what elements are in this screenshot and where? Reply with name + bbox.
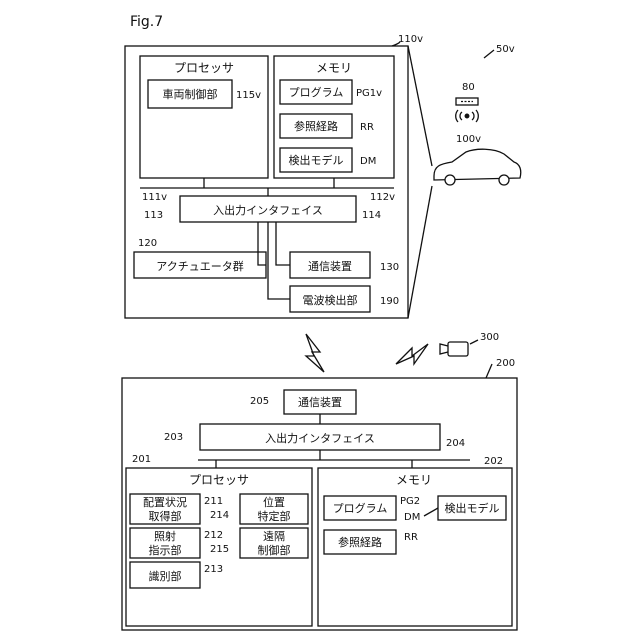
vehicle-io-interface-ref-right: 114 (362, 210, 381, 221)
vehicle-processor-title: プロセッサ (174, 61, 234, 75)
position-identification-ref: 214 (210, 510, 229, 521)
vehicle-ref: 100v (456, 134, 481, 145)
irradiation-instruction-line2: 指示部 (149, 543, 182, 557)
vehicle-memory-ref: 112v (370, 192, 395, 203)
server-processor-title: プロセッサ (189, 473, 249, 487)
vehicle-control-system: 110v プロセッサ 車両制御部 115v 111v メモリ プログラム PG1… (125, 34, 423, 318)
lightning-bolt-left-icon (306, 334, 324, 372)
server-detection-model-leader (424, 508, 438, 516)
car-front-wheel-icon (445, 175, 455, 185)
server-io-interface-label: 入出力インタフェイス (265, 431, 375, 445)
vehicle-system-ref: 110v (398, 34, 423, 45)
vehicle-memory-title: メモリ (316, 61, 352, 75)
vehicle-reference-route-label: 参照経路 (294, 119, 338, 133)
vehicle-io-interface-label: 入出力インタフェイス (213, 203, 323, 217)
zoom-line-top (408, 46, 432, 166)
server-program-label: プログラム (333, 501, 388, 515)
transmitter-ref: 80 (462, 82, 475, 93)
system-ref: 50v (496, 44, 515, 55)
server-program-ref: PG2 (400, 496, 420, 507)
server-comm-device-ref: 205 (250, 396, 269, 407)
figure-label: Fig.7 (130, 14, 163, 30)
lightning-bolt-right-icon (396, 344, 428, 364)
io-comm-link (276, 222, 290, 265)
actuator-group-ref: 120 (138, 238, 157, 249)
identification-label: 識別部 (149, 569, 182, 583)
server-system: 200 通信装置 205 入出力インタフェイス 203 204 プロセッサ 20… (122, 358, 517, 630)
camera-icon (448, 342, 468, 356)
io-radio-link (268, 222, 290, 299)
remote-control-line1: 遠隔 (263, 530, 285, 543)
vehicle-detection-model-ref: DM (360, 156, 376, 167)
server-memory-title: メモリ (396, 473, 432, 487)
server-reference-route-ref: RR (404, 532, 418, 543)
server-detection-model-label: 検出モデル (445, 501, 500, 515)
radio-detector-label: 電波検出部 (303, 293, 358, 307)
vehicle-detection-model-label: 検出モデル (289, 153, 344, 167)
placement-acquisition-line1: 配置状況 (143, 495, 187, 509)
position-identification-line2: 特定部 (258, 509, 291, 523)
server-comm-device-label: 通信装置 (298, 396, 342, 409)
position-identification-line1: 位置 (263, 495, 285, 509)
irradiation-instruction-ref: 212 (204, 530, 223, 541)
vehicle-control-unit-label: 車両制御部 (163, 87, 218, 101)
vehicle-program-ref: PG1v (356, 88, 382, 99)
transmitter-icon (456, 98, 478, 105)
camera-lens-icon (440, 344, 448, 354)
server-memory-ref: 202 (484, 456, 503, 467)
server-memory: メモリ 202 プログラム PG2 検出モデル DM 参照経路 RR (318, 456, 512, 626)
signal-source-dot (465, 114, 469, 118)
server-system-ref: 200 (496, 358, 515, 369)
vehicle-program-label: プログラム (289, 85, 344, 99)
server-processor: プロセッサ 201 配置状況 取得部 211 照射 指示部 212 識別部 21… (126, 454, 312, 626)
zoom-line-bottom (408, 186, 432, 318)
remote-control-ref: 215 (210, 544, 229, 555)
camera-ref: 300 (480, 332, 499, 343)
radio-detector-ref: 190 (380, 296, 399, 307)
io-actuator-link (258, 222, 266, 265)
vehicle-control-unit-ref: 115v (236, 90, 261, 101)
server-io-interface-ref-left: 203 (164, 432, 183, 443)
car-rear-wheel-icon (499, 175, 509, 185)
placement-acquisition-line2: 取得部 (149, 509, 182, 523)
vehicle-io-interface-ref-left: 113 (144, 210, 163, 221)
vehicle-reference-route-ref: RR (360, 122, 374, 133)
server-io-interface-ref-right: 204 (446, 438, 465, 449)
remote-control-line2: 制御部 (258, 543, 291, 557)
actuator-group-label: アクチュエータ群 (156, 259, 243, 273)
identification-ref: 213 (204, 564, 223, 575)
server-detection-model-ref: DM (404, 512, 420, 523)
system-ref-leader (484, 50, 494, 58)
vehicle-comm-device-ref: 130 (380, 262, 399, 273)
irradiation-instruction-line1: 照射 (154, 529, 176, 543)
server-reference-route-label: 参照経路 (338, 535, 382, 549)
vehicle-comm-device-label: 通信装置 (308, 260, 352, 273)
server-processor-ref: 201 (132, 454, 151, 465)
camera-ref-leader (470, 340, 478, 344)
vehicle-processor-ref: 111v (142, 192, 167, 203)
placement-acquisition-ref: 211 (204, 496, 223, 507)
server-system-leader (486, 364, 492, 378)
